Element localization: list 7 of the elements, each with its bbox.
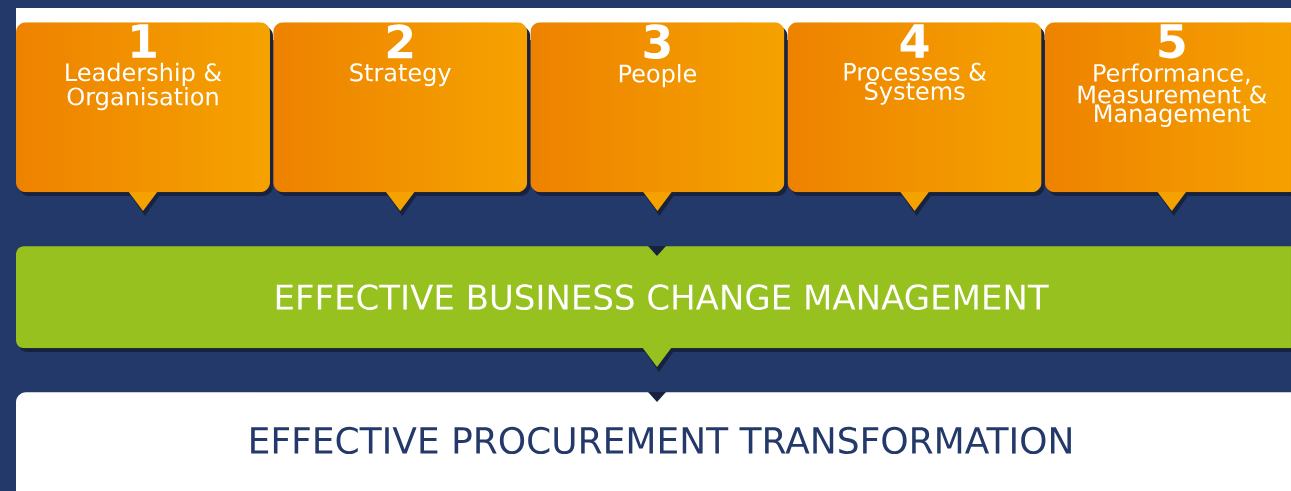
callout-box: 2 Strategy bbox=[273, 22, 531, 216]
result-box: EFFECTIVE PROCUREMENT TRANSFORMATION bbox=[16, 392, 1291, 491]
callout-box: 1 Leadership & Organisation bbox=[16, 22, 273, 216]
callout-box: 3 People bbox=[530, 22, 788, 216]
callout-box: 5 Performance, Measurement & Management bbox=[1044, 22, 1291, 216]
banner-band: EFFECTIVE BUSINESS CHANGE MANAGEMENT bbox=[16, 246, 1291, 372]
callout-box: 4 Processes & Systems bbox=[787, 22, 1045, 216]
